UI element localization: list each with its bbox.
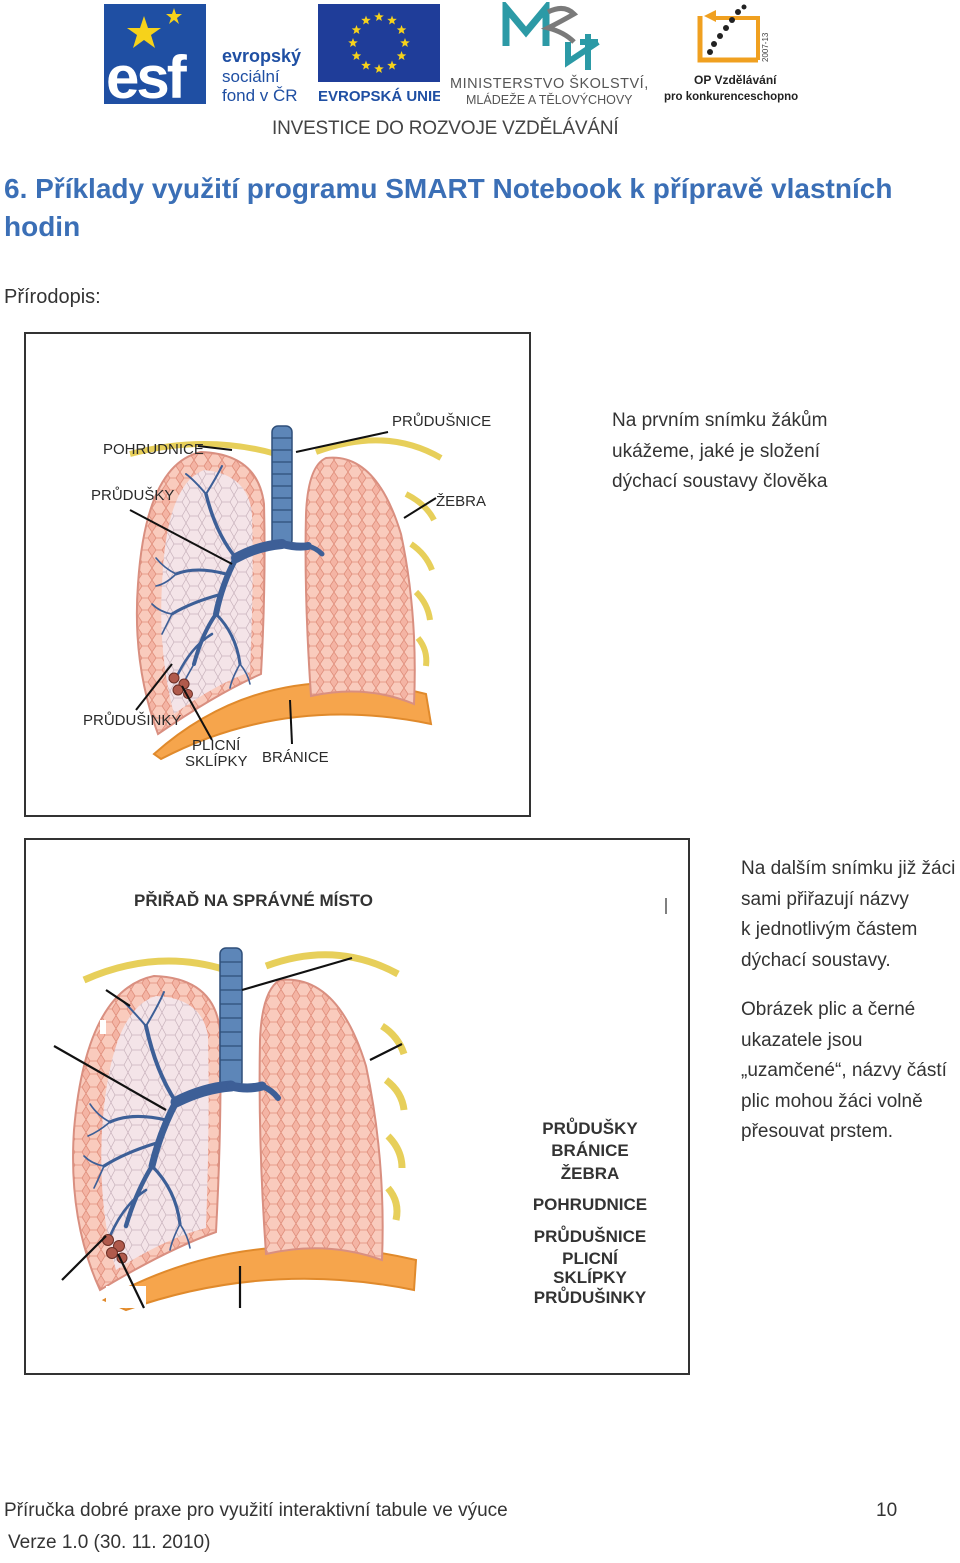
ribs-shape — [129, 437, 443, 667]
op-logo-years: 2007-13 — [761, 32, 770, 62]
page-number: 10 — [876, 1500, 898, 1521]
note-line: ukazatele jsou — [741, 1029, 863, 1051]
diaphragm-shape — [152, 681, 433, 761]
lungs-diagram-unlabeled: PŘIŘAĎ NA SPRÁVNÉ MÍSTO — [53, 891, 667, 1312]
draggable-word-pohrudnice[interactable]: POHRUDNICE — [533, 1195, 647, 1214]
draggable-word-prudusinky[interactable]: PRŮDUŠINKY — [534, 1287, 647, 1307]
eu-star-icon — [374, 12, 384, 21]
slide-2-match-exercise: PŘIŘAĎ NA SPRÁVNÉ MÍSTO — [24, 838, 690, 1375]
bronchial-tree-shape — [83, 991, 281, 1251]
label-prudusnice: PRŮDUŠNICE — [392, 412, 491, 430]
note-line: „uzamčené“, názvy částí — [741, 1060, 947, 1081]
exercise-title: PŘIŘAĎ NA SPRÁVNÉ MÍSTO — [134, 891, 373, 910]
bronchial-tree-shape — [151, 465, 325, 691]
label-pohrudnice: POHRUDNICE — [103, 441, 204, 458]
note-line: k jednotlivým částem — [741, 919, 918, 940]
eu-star-icon — [348, 38, 358, 47]
right-lung-shape — [258, 978, 384, 1262]
eu-star-icon — [400, 38, 410, 47]
esf-logo: esf evropský sociální fond v ČR — [104, 4, 301, 104]
eu-logo-label: EVROPSKÁ UNIE — [318, 88, 440, 104]
label-sklipky: SKLÍPKY — [185, 753, 248, 770]
eu-star-icon — [374, 64, 384, 73]
draggable-word-branice[interactable]: BRÁNICE — [551, 1141, 628, 1160]
esf-logo-line: sociální — [222, 67, 280, 86]
esf-logo-line: evropský — [222, 46, 301, 66]
slide-1-lungs-labeled: POHRUDNICE PRŮDUŠKY PRŮDUŠNICE ŽEBRA PRŮ… — [24, 332, 531, 817]
eu-star-icon — [396, 25, 407, 34]
note-line: sami přiřazují názvy — [741, 888, 909, 910]
section-heading: 6. Příklady využití programu SMART Noteb… — [4, 173, 893, 242]
eu-star-icon — [361, 60, 371, 70]
investice-tagline: INVESTICE DO ROZVOJE VZDĚLÁVÁNÍ — [272, 118, 619, 139]
label-zebra: ŽEBRA — [436, 493, 486, 510]
draggable-word-zebra[interactable]: ŽEBRA — [561, 1164, 620, 1183]
eu-star-icon — [361, 15, 371, 25]
note-line: Obrázek plic a černé — [741, 999, 916, 1020]
svg-text:esf: esf — [106, 44, 188, 104]
footer-version: Verze 1.0 (30. 11. 2010) — [8, 1532, 211, 1553]
eu-flag-logo: EVROPSKÁ UNIE — [318, 4, 440, 104]
diaphragm-shape — [101, 1245, 418, 1312]
op-vzdelavani-logo: 2007-13 OP Vzdělávání pro konkurencescho… — [664, 4, 798, 103]
note-line: Na dalším snímku již žáci — [741, 858, 956, 879]
eu-star-icon — [396, 51, 407, 60]
note-line: přesouvat prstem. — [741, 1121, 894, 1142]
eu-star-icon — [351, 51, 362, 60]
draggable-word-plicni[interactable]: PLICNÍ — [562, 1249, 619, 1268]
eu-star-icon — [351, 25, 362, 34]
right-lung-shape — [304, 456, 416, 706]
note-line: Na prvním snímku žákům — [612, 410, 828, 431]
subject-label: Přírodopis: — [4, 286, 101, 308]
label-plicni: PLICNÍ — [192, 737, 241, 754]
lungs-diagram-labeled: POHRUDNICE PRŮDUŠKY PRŮDUŠNICE ŽEBRA PRŮ… — [83, 412, 491, 770]
op-logo-line: OP Vzdělávání — [694, 73, 777, 87]
blank-pointer-lines — [53, 956, 403, 1309]
trachea-shape — [271, 425, 293, 547]
note-slide-2: Na dalším snímku již žáci sami přiřazují… — [741, 854, 960, 976]
note-slide-1: Na prvním snímku žákům ukážeme, jaké je … — [612, 406, 872, 498]
draggable-word-prudusky[interactable]: PRŮDUŠKY — [542, 1118, 638, 1138]
draggable-word-sklipky[interactable]: SKLÍPKY — [553, 1268, 627, 1287]
msmt-logo: MINISTERSTVO ŠKOLSTVÍ, MLÁDEŽE A TĚLOVÝC… — [450, 2, 649, 106]
note-line: plic mohou žáci volně — [741, 1090, 923, 1112]
ribs-shape — [82, 951, 408, 1221]
label-prudusky: PRŮDUŠKY — [91, 486, 174, 504]
note-line: dýchací soustavy. — [741, 949, 891, 971]
trachea-shape — [219, 947, 243, 1089]
msmt-logo-line: MINISTERSTVO ŠKOLSTVÍ, — [450, 75, 649, 92]
note-locking: Obrázek plic a černé ukazatele jsou „uza… — [741, 995, 960, 1148]
footer-title: Příručka dobré praxe pro využití interak… — [4, 1500, 508, 1521]
label-branice: BRÁNICE — [262, 749, 329, 766]
esf-logo-line: fond v ČR — [222, 86, 298, 104]
msmt-logo-line: MLÁDEŽE A TĚLOVÝCHOVY — [466, 92, 633, 106]
note-line: ukážeme, jaké je složení — [612, 440, 821, 462]
note-line: dýchací soustavy člověka — [612, 471, 828, 492]
eu-star-icon — [387, 60, 397, 70]
label-prudusinky: PRŮDUŠINKY — [83, 711, 181, 729]
eu-star-icon — [387, 15, 397, 25]
word-bank: PRŮDUŠKY BRÁNICE ŽEBRA POHRUDNICE PRŮDUŠ… — [533, 1118, 647, 1307]
label-pointer-lines — [129, 431, 437, 745]
op-logo-line: pro konkurenceschopnost — [664, 91, 798, 103]
draggable-word-prudusnice[interactable]: PRŮDUŠNICE — [534, 1226, 646, 1246]
